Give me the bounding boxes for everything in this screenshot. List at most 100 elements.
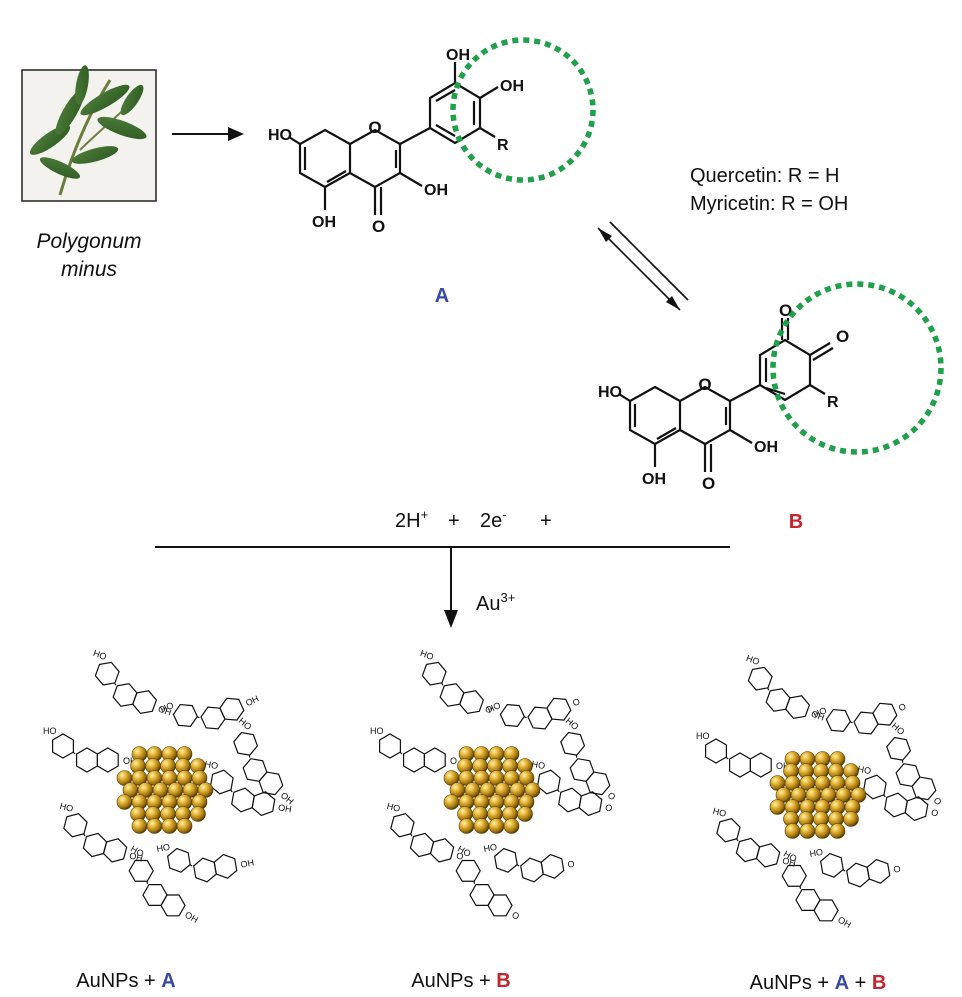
ligand-atom-label: HO	[857, 764, 872, 776]
ligand-atom-label: O	[510, 910, 521, 922]
ligand-atom-label: O	[930, 807, 939, 818]
gold-nanoparticle	[769, 751, 867, 839]
product-label-2: AuNPs + B	[411, 970, 511, 992]
gold-atom-sphere	[473, 818, 490, 834]
ligand-atom-label: O	[932, 795, 944, 807]
ligand-structure: OHO	[419, 648, 494, 715]
gold-atom-sphere	[443, 794, 460, 810]
gold-atom-sphere	[131, 818, 148, 834]
ligand-atom-label: HO	[92, 648, 108, 662]
ligand-atom-label: HO	[745, 653, 761, 667]
gold-atom-sphere	[843, 811, 859, 827]
A-highlight-circle	[450, 37, 596, 183]
ligand-atom-label: HO	[204, 759, 219, 771]
ligand-structure: O HO	[857, 764, 939, 822]
A-carbonyl-o: O	[372, 217, 385, 236]
gold-atom-sphere	[769, 799, 786, 815]
gold-atom-sphere	[799, 823, 816, 839]
plant-name-line2: minus	[61, 258, 118, 281]
ligand-atom-label: OH	[123, 756, 137, 766]
ligand-structure: O HO	[370, 726, 457, 773]
ligand-structure: OHO	[483, 842, 575, 883]
ligand-atom-label: OH	[240, 857, 255, 869]
gold-nanoparticle	[443, 746, 541, 834]
ligand-atom-label: O	[571, 696, 582, 708]
ligand-atom-label: HO	[483, 842, 498, 854]
ligand-structure: OH HO	[781, 849, 853, 930]
B-quinone-o1: O	[779, 301, 792, 320]
electrons-label: 2e	[480, 510, 502, 532]
gold-atom-sphere	[829, 823, 846, 839]
protons-label: 2H	[395, 510, 421, 532]
B-r-group: R	[827, 394, 839, 411]
ligand-atom-label: HO	[59, 801, 75, 814]
gold-atom-sphere	[784, 823, 801, 839]
svg-text:Au3+: Au3+	[476, 590, 515, 615]
B-highlight-circle	[770, 281, 944, 455]
gold-atom-sphere	[190, 806, 206, 822]
A-oh-3: OH	[424, 182, 448, 199]
svg-text:2e-: 2e-	[480, 507, 507, 532]
A-ho-7: HO	[268, 127, 292, 144]
ligand-atom-label: O	[893, 864, 902, 875]
equilibrium-arrows	[597, 221, 689, 311]
ligand-atom-label: OH	[157, 704, 173, 718]
B-oh-5: OH	[642, 471, 666, 488]
svg-text:2H+: 2H+	[395, 507, 428, 532]
gold-atom-sphere	[116, 794, 133, 810]
product-label-3: AuNPs + A + B	[750, 972, 887, 994]
gold-atom-sphere	[176, 818, 193, 834]
B-ring-oxygen: O	[698, 375, 711, 394]
A-ring-oxygen: O	[368, 118, 381, 137]
plus-2: +	[540, 510, 552, 532]
gold-ion-label: Au	[476, 593, 500, 615]
ligand-atom-label: HO	[370, 726, 384, 736]
ligand-atom-label: OH	[836, 915, 853, 930]
B-quinone-o2: O	[836, 327, 849, 346]
ligand-atom-label: HO	[812, 705, 828, 720]
ligand-atom-label: O	[897, 701, 908, 713]
gold-atom-sphere	[488, 818, 505, 834]
ligand-structure: OHO	[386, 801, 465, 863]
B-oh-3: OH	[754, 439, 778, 456]
gold-atom-sphere	[161, 818, 178, 834]
A-oh-4p: OH	[500, 78, 524, 95]
ligand-atom-label: OH	[776, 761, 790, 771]
B-carbonyl-o: O	[702, 474, 715, 493]
molecule-A	[288, 62, 499, 215]
ligand-structure: O HO	[486, 696, 582, 730]
gold-atom-sphere	[517, 806, 533, 822]
ligand-atom-label: OH	[183, 910, 200, 925]
gold-atom-sphere	[458, 818, 475, 834]
ligand-atom-label: HO	[43, 726, 57, 736]
ligand-structure: OHO	[531, 759, 613, 817]
down-arrow	[444, 547, 458, 628]
gold-atom-sphere	[503, 818, 520, 834]
ligand-atom-label: HO	[159, 700, 175, 715]
ligand-atom-label: O	[450, 756, 457, 766]
label-B: B	[789, 511, 803, 533]
plus-1: +	[448, 510, 460, 532]
gold-atom-sphere	[814, 823, 831, 839]
ligand-structure: O HO	[455, 844, 521, 922]
ligand-atom-label: HO	[696, 731, 710, 741]
quercetin-label: Quercetin: R = H	[690, 165, 840, 187]
reaction-side-products: 2H+ + 2e- +	[395, 507, 552, 532]
ligand-atom-label: HO	[564, 716, 581, 732]
B-ho-7: HO	[598, 384, 622, 401]
plant-photo	[21, 65, 157, 202]
ligand-atom-label: HO	[809, 847, 824, 859]
molecule-B	[618, 318, 834, 472]
ligand-atom-label: O	[606, 790, 618, 802]
ligand-atom-label: OH	[810, 709, 826, 723]
A-oh-5: OH	[312, 214, 336, 231]
gold-atom-sphere	[146, 818, 163, 834]
arrow-plant-to-A	[172, 127, 244, 141]
